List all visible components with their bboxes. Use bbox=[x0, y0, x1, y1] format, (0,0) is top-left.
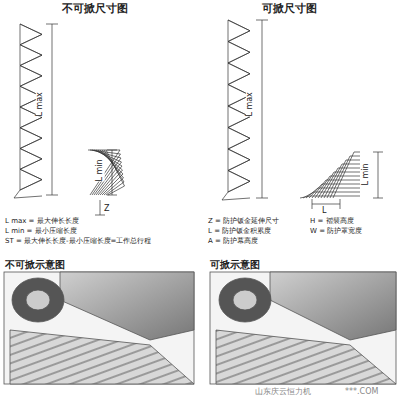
note: Z = 防护钣金延伸尺寸 bbox=[208, 218, 279, 226]
note: H = 褶襞高度 bbox=[310, 218, 354, 226]
watermark: 山东庆云恒力机 bbox=[255, 388, 311, 397]
dim-label: L bbox=[322, 207, 326, 216]
heading: 不可掀尺寸图 bbox=[62, 3, 128, 15]
note: L max = 最大伸长长度 bbox=[5, 218, 79, 226]
heading: 可掀尺寸图 bbox=[262, 3, 317, 15]
watermark: ***.COM bbox=[345, 388, 378, 397]
dim-label: L min bbox=[96, 159, 105, 181]
note: L min = 最小压缩长度 bbox=[5, 228, 77, 236]
dim-label: L max bbox=[246, 92, 255, 116]
note: W = 防护罩宽度 bbox=[310, 228, 362, 236]
dim-label: Z bbox=[104, 205, 109, 214]
dim-label: L max bbox=[36, 92, 45, 116]
note: ST = 最大伸长长度-最小压缩长度=工作总行程 bbox=[5, 238, 151, 246]
heading: 不可掀示意图 bbox=[5, 259, 65, 270]
dim-label: L min bbox=[362, 163, 371, 185]
note: L = 防护钣金积累度 bbox=[208, 228, 271, 236]
heading: 可掀示意图 bbox=[210, 259, 260, 270]
note: A = 防护幕高度 bbox=[208, 238, 258, 246]
